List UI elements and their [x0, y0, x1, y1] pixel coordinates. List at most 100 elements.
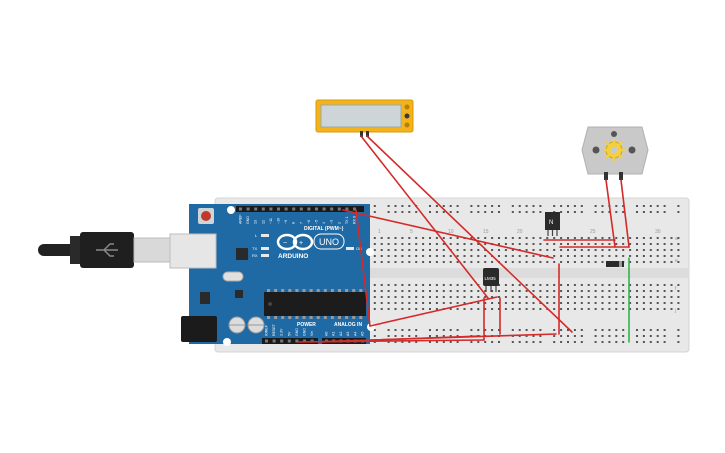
digital-pin[interactable]: [277, 207, 280, 211]
rail-hole[interactable]: [532, 341, 535, 343]
power-pin[interactable]: [310, 339, 314, 343]
breadboard-hole[interactable]: [622, 255, 625, 257]
rail-hole[interactable]: [656, 205, 659, 207]
rail-hole[interactable]: [394, 341, 397, 343]
breadboard-hole[interactable]: [477, 290, 480, 292]
breadboard-hole[interactable]: [656, 237, 659, 239]
rail-hole[interactable]: [491, 211, 494, 213]
rail-hole[interactable]: [677, 329, 680, 331]
breadboard-hole[interactable]: [601, 255, 604, 257]
rail-hole[interactable]: [553, 335, 556, 337]
breadboard-hole[interactable]: [470, 308, 473, 310]
digital-pin[interactable]: [284, 207, 288, 211]
breadboard-hole[interactable]: [380, 255, 383, 257]
breadboard-hole[interactable]: [449, 296, 452, 298]
digital-pin[interactable]: [299, 207, 303, 211]
breadboard-hole[interactable]: [435, 302, 438, 304]
breadboard-hole[interactable]: [636, 237, 638, 239]
breadboard-hole[interactable]: [518, 237, 521, 239]
rail-hole[interactable]: [560, 205, 563, 207]
rail-hole[interactable]: [449, 341, 452, 343]
breadboard-hole[interactable]: [373, 243, 376, 245]
breadboard-hole[interactable]: [649, 237, 652, 239]
breadboard-hole[interactable]: [484, 261, 487, 263]
rail-hole[interactable]: [415, 211, 418, 213]
breadboard-hole[interactable]: [615, 308, 618, 310]
breadboard-hole[interactable]: [511, 249, 514, 251]
breadboard-hole[interactable]: [394, 255, 397, 257]
breadboard-hole[interactable]: [456, 290, 459, 292]
breadboard-hole[interactable]: [518, 243, 521, 245]
breadboard-hole[interactable]: [491, 290, 494, 292]
breadboard-hole[interactable]: [656, 302, 659, 304]
breadboard-hole[interactable]: [504, 261, 507, 263]
breadboard-hole[interactable]: [511, 296, 514, 298]
breadboard-hole[interactable]: [553, 284, 556, 286]
rail-hole[interactable]: [415, 341, 418, 343]
breadboard-hole[interactable]: [394, 261, 397, 263]
breadboard-hole[interactable]: [401, 249, 404, 251]
rail-hole[interactable]: [594, 205, 597, 207]
breadboard-hole[interactable]: [629, 261, 632, 263]
breadboard-hole[interactable]: [532, 296, 535, 298]
rail-hole[interactable]: [622, 211, 625, 213]
power-pin[interactable]: [265, 339, 268, 343]
breadboard-hole[interactable]: [449, 308, 452, 310]
breadboard-hole[interactable]: [456, 308, 459, 310]
breadboard-hole[interactable]: [532, 302, 535, 304]
rail-hole[interactable]: [456, 211, 459, 213]
rail-hole[interactable]: [429, 205, 431, 207]
breadboard-hole[interactable]: [608, 284, 611, 286]
breadboard-hole[interactable]: [422, 237, 425, 239]
breadboard-hole[interactable]: [594, 237, 597, 239]
breadboard-hole[interactable]: [504, 308, 507, 310]
wires[interactable]: [297, 135, 630, 343]
breadboard-hole[interactable]: [470, 261, 473, 263]
breadboard-hole[interactable]: [622, 249, 625, 251]
breadboard-hole[interactable]: [580, 296, 583, 298]
rail-hole[interactable]: [656, 341, 659, 343]
breadboard-hole[interactable]: [622, 302, 625, 304]
breadboard-hole[interactable]: [580, 243, 583, 245]
breadboard-hole[interactable]: [615, 237, 618, 239]
breadboard-hole[interactable]: [387, 243, 390, 245]
breadboard-hole[interactable]: [587, 302, 590, 304]
rail-hole[interactable]: [539, 335, 542, 337]
breadboard-hole[interactable]: [677, 284, 680, 286]
wire-red[interactable]: [369, 296, 498, 327]
breadboard-hole[interactable]: [580, 302, 583, 304]
breadboard-hole[interactable]: [553, 249, 556, 251]
breadboard-hole[interactable]: [560, 255, 563, 257]
breadboard-hole[interactable]: [484, 290, 487, 292]
rail-hole[interactable]: [498, 205, 500, 207]
breadboard-hole[interactable]: [594, 302, 597, 304]
rail-hole[interactable]: [656, 329, 659, 331]
rail-hole[interactable]: [615, 205, 618, 207]
rail-hole[interactable]: [484, 341, 487, 343]
breadboard-hole[interactable]: [463, 261, 466, 263]
breadboard-hole[interactable]: [498, 237, 500, 239]
breadboard-hole[interactable]: [629, 284, 632, 286]
digital-pin[interactable]: [322, 207, 326, 211]
breadboard-hole[interactable]: [525, 290, 528, 292]
rail-hole[interactable]: [408, 335, 411, 337]
breadboard-hole[interactable]: [394, 243, 397, 245]
breadboard-hole[interactable]: [677, 243, 680, 245]
rail-hole[interactable]: [615, 211, 618, 213]
breadboard-hole[interactable]: [415, 296, 418, 298]
breadboard-hole[interactable]: [511, 243, 514, 245]
breadboard-hole[interactable]: [518, 290, 521, 292]
breadboard-hole[interactable]: [663, 284, 666, 286]
rail-hole[interactable]: [649, 329, 652, 331]
breadboard-hole[interactable]: [373, 290, 376, 292]
rail-hole[interactable]: [656, 335, 659, 337]
breadboard-hole[interactable]: [539, 255, 542, 257]
rail-hole[interactable]: [615, 329, 618, 331]
breadboard-hole[interactable]: [649, 255, 652, 257]
breadboard-hole[interactable]: [394, 296, 397, 298]
breadboard-hole[interactable]: [663, 308, 666, 310]
rail-hole[interactable]: [518, 205, 521, 207]
breadboard-hole[interactable]: [380, 237, 383, 239]
breadboard-hole[interactable]: [649, 243, 652, 245]
